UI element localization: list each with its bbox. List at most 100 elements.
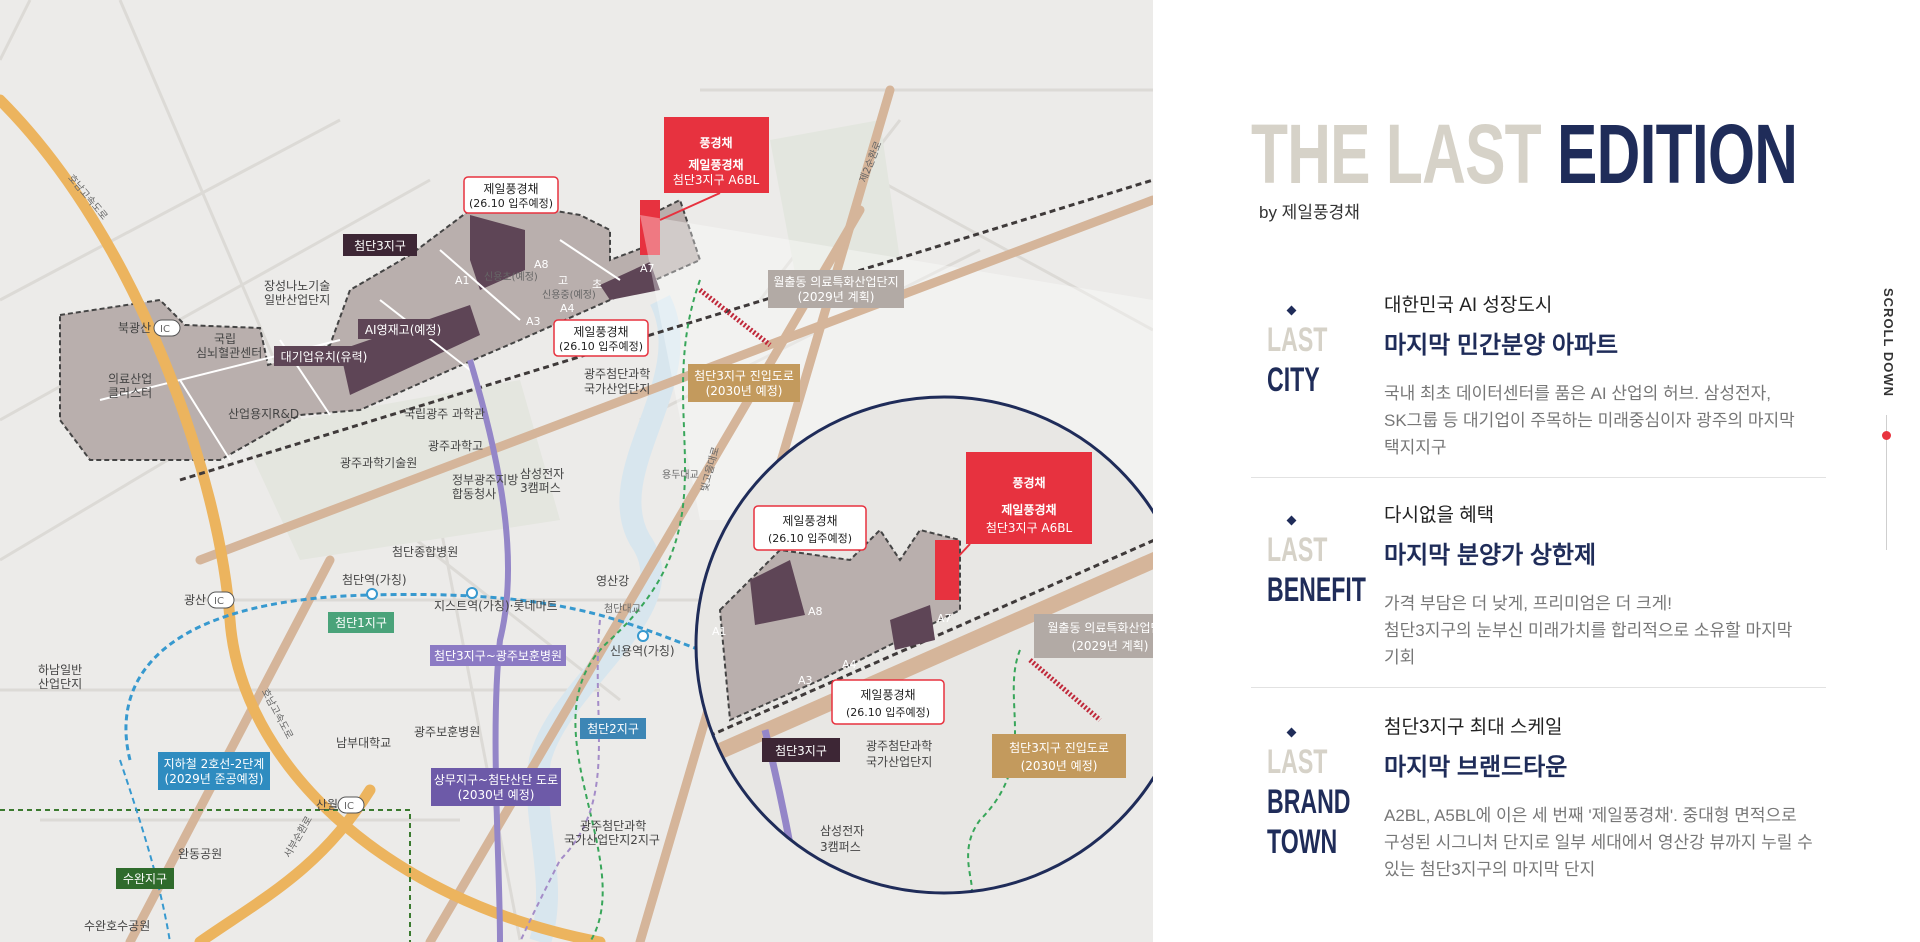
svg-text:A8: A8	[808, 605, 823, 618]
feature-kicker: 대한민국 AI 성장도시	[1384, 295, 1553, 316]
feature-kicker: 다시없을 혜택	[1384, 505, 1495, 526]
label-suwan-lake: 수완호수공원	[84, 919, 150, 933]
label-national-center: 국립	[214, 332, 236, 346]
green-dash-route	[574, 279, 701, 942]
zoom-callout-2: 제일풍경채 (26.10 입주예정)	[831, 679, 945, 725]
svg-text:첨단3지구: 첨단3지구	[354, 239, 406, 253]
feature-desc: 국내 최초 데이터센터를 품은 AI 산업의 허브. 삼성전자, SK그룹 등 …	[1384, 380, 1824, 461]
svg-text:첨단2지구: 첨단2지구	[587, 722, 639, 736]
feature-desc-line: A2BL, A5BL에 이은 세 번째 '제일풍경채'. 중대형 면적으로	[1384, 806, 1797, 825]
zoom-tag-wolchul: 월출동 의료특화산업단지 (2029년 계획)	[1034, 614, 1153, 658]
block-a4: A4	[560, 302, 575, 315]
tag-route: 첨단3지구~광주보훈병원	[430, 645, 566, 666]
label-school-elem: 초	[592, 278, 602, 291]
svg-text:월출동 의료특화산업단지: 월출동 의료특화산업단지	[1047, 621, 1153, 635]
ic-markers: IC IC IC	[153, 319, 365, 814]
expressways	[0, 94, 606, 942]
label-cheomdan-bridge: 첨단대교	[604, 603, 641, 615]
svg-text:첨단3지구 진입도로: 첨단3지구 진입도로	[694, 369, 794, 383]
svg-text:제일풍경채: 제일풍경채	[483, 182, 538, 196]
tag-corp: 대기업유치(유력)	[274, 346, 374, 366]
svg-text:첨단3지구 진입도로: 첨단3지구 진입도로	[1009, 741, 1109, 755]
site-block-a8	[470, 215, 525, 290]
svg-text:A7: A7	[937, 612, 952, 625]
svg-text:A1: A1	[712, 625, 727, 638]
label-complex: 국가산업단지	[584, 382, 650, 396]
access-road	[698, 288, 772, 347]
svg-text:상무지구~첨단산단 도로: 상무지구~첨단산단 도로	[434, 773, 558, 787]
ic-gwangsan: IC	[214, 596, 224, 607]
stations	[366, 587, 649, 642]
svg-text:첨단3지구: 첨단3지구	[775, 744, 827, 758]
tag-wolchul: 월출동 의료특화산업단지 (2029년 계획)	[768, 270, 904, 308]
svg-text:(2029년 준공예정): (2029년 준공예정)	[165, 772, 264, 786]
feature-text: 대한민국 AI 성장도시 마지막 민간분양 아파트 국내 최초 데이터센터를 품…	[1384, 290, 1824, 461]
label-nano-park: 일반산업단지	[264, 293, 330, 307]
tag-district3: 첨단3지구	[343, 234, 417, 256]
label-yongbong-bridge: 용두대교	[662, 469, 699, 481]
svg-text:(2029년 계획): (2029년 계획)	[1072, 639, 1149, 653]
tag-access-road: 첨단3지구 진입도로 (2030년 예정)	[688, 364, 800, 402]
zoom-brand-badge: 풍경채 제일풍경채 첨단3지구 A6BL	[954, 452, 1092, 561]
side-word-brand: BRAND	[1267, 783, 1351, 821]
feature-desc: A2BL, A5BL에 이은 세 번째 '제일풍경채'. 중대형 면적으로 구성…	[1384, 802, 1824, 883]
subway-branch	[119, 759, 171, 942]
scroll-indicator-dot[interactable]	[1882, 431, 1891, 440]
label-sci-museum: 국립광주 과학관	[404, 407, 485, 421]
side-word-benefit: BENEFIT	[1267, 571, 1366, 609]
label-wandong-park: 완동공원	[178, 847, 222, 861]
feature-title: 마지막 브랜드타운	[1384, 754, 1568, 781]
callout-move-in-2: 제일풍경채 (26.10 입주예정)	[553, 319, 649, 357]
svg-text:(26.10 입주예정): (26.10 입주예정)	[559, 340, 643, 353]
feature-last-brand-town: LAST BRAND TOWN 첨단3지구 최대 스케일 마지막 브랜드타운 A…	[1251, 712, 1826, 892]
map-svg: IC IC IC 북광산 광산 산월 의료산업 클러스터 국립 심뇌혈관센터 장…	[0, 0, 1153, 942]
feature-desc-line: 가격 부담은 더 낮게, 프리미엄은 더 크게!	[1384, 594, 1673, 613]
tag-district1: 첨단1지구	[328, 612, 394, 633]
svg-text:첨단3지구 A6BL: 첨단3지구 A6BL	[673, 173, 760, 187]
svg-text:풍경채: 풍경채	[1012, 475, 1045, 490]
block-a7: A7	[640, 262, 655, 275]
label-industrial-rd: 산업용지R&D	[228, 407, 299, 421]
location-map: IC IC IC 북광산 광산 산월 의료산업 클러스터 국립 심뇌혈관센터 장…	[0, 0, 1153, 942]
label-yeongsan-river: 영산강	[596, 574, 629, 588]
label-samsung: 삼성전자	[520, 467, 564, 481]
label-bukgwangsan: 북광산	[118, 321, 151, 335]
block-a8: A8	[534, 258, 549, 271]
feature-last-benefit: LAST BENEFIT 다시없을 혜택 마지막 분양가 상한제 가격 부담은 …	[1251, 500, 1826, 688]
diamond-icon	[1286, 515, 1297, 526]
subway-line-2	[124, 592, 701, 761]
svg-text:제일풍경채: 제일풍경채	[860, 688, 915, 702]
svg-text:3캠퍼스: 3캠퍼스	[820, 840, 861, 854]
tag-sangmu-road: 상무지구~첨단산단 도로 (2030년 예정)	[431, 768, 561, 806]
feature-kicker: 첨단3지구 최대 스케일	[1384, 717, 1563, 738]
yeongsan-river	[526, 295, 681, 942]
svg-text:수완지구: 수완지구	[123, 872, 167, 886]
svg-text:(2030년 예정): (2030년 예정)	[458, 788, 535, 802]
block-a3: A3	[526, 315, 541, 328]
label-cheomdan-station: 첨단역(가칭)	[342, 573, 407, 587]
feature-text: 첨단3지구 최대 스케일 마지막 브랜드타운 A2BL, A5BL에 이은 세 …	[1384, 712, 1824, 883]
label-hanam-park: 산업단지	[38, 677, 82, 691]
svg-text:첨단3지구 A6BL: 첨단3지구 A6BL	[986, 521, 1073, 535]
zoom-callout-1: 제일풍경채 (26.10 입주예정)	[753, 505, 867, 551]
ic-sanwol: IC	[344, 801, 354, 812]
headline-edition: EDITION	[1557, 107, 1798, 201]
feature-desc-line: 국내 최초 데이터센터를 품은 AI 산업의 허브. 삼성전자,	[1384, 384, 1772, 403]
feature-desc-line: 있는 첨단3지구의 마지막 단지	[1384, 860, 1596, 879]
headline-the-last: THE LAST	[1251, 107, 1542, 201]
label-complex: 광주첨단과학	[584, 367, 650, 381]
side-word-city: CITY	[1267, 361, 1320, 399]
label-sci-highschool: 광주과학고	[428, 439, 483, 453]
label-gov-office: 정부광주지방	[452, 473, 518, 487]
svg-text:풍경채: 풍경채	[699, 135, 732, 150]
svg-text:(26.10 입주예정): (26.10 입주예정)	[768, 532, 852, 545]
site-block-a4	[600, 262, 660, 300]
feature-last-city: LAST CITY 대한민국 AI 성장도시 마지막 민간분양 아파트 국내 최…	[1251, 290, 1826, 478]
zoom-tag-district3: 첨단3지구	[762, 738, 840, 762]
scroll-down-label[interactable]: SCROLL DOWN	[1881, 288, 1896, 397]
tag-suwan: 수완지구	[116, 868, 174, 889]
svg-text:대기업유치(유력): 대기업유치(유력)	[281, 350, 368, 364]
ic-bukgwangsan: IC	[160, 324, 170, 335]
block-a1: A1	[455, 274, 470, 287]
headline: THE LAST EDITION	[1251, 112, 1798, 196]
